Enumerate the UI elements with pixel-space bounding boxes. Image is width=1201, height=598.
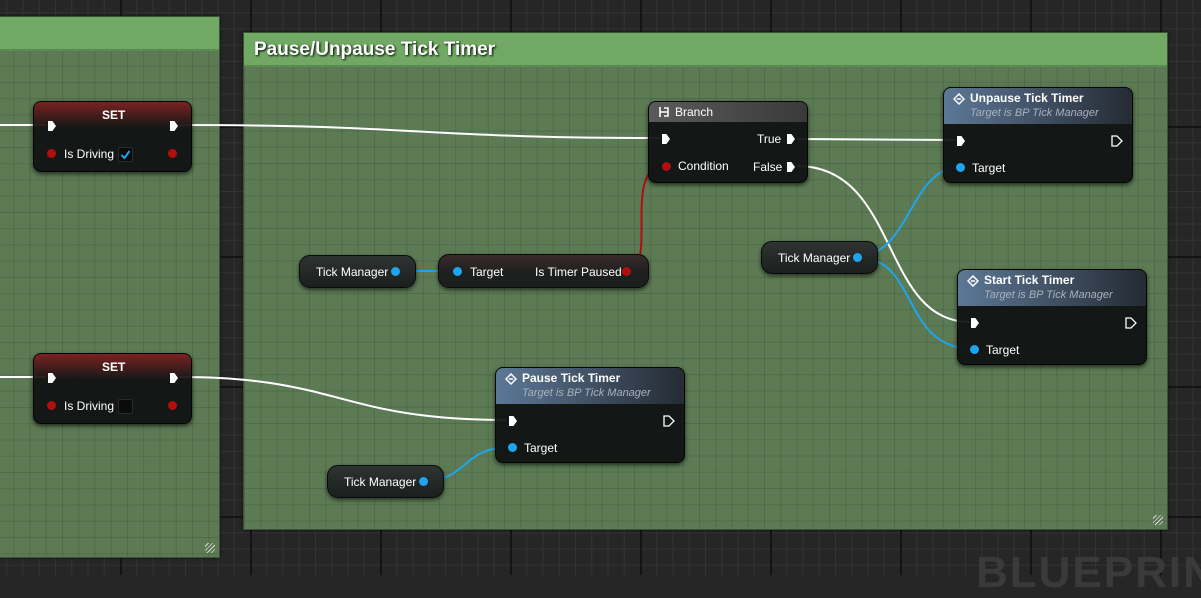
pin-label: Target xyxy=(524,441,558,455)
pin-label: Is Driving xyxy=(64,147,115,161)
node-subtitle: Target is BP Tick Manager xyxy=(970,107,1099,119)
exec-in-pin[interactable] xyxy=(662,134,670,144)
exec-wire xyxy=(179,124,661,139)
resize-handle[interactable] xyxy=(1153,515,1163,525)
unpause-tick-timer-node[interactable]: Unpause Tick Timer Target is BP Tick Man… xyxy=(943,87,1133,183)
resize-handle[interactable] xyxy=(205,543,215,553)
object-out-pin[interactable] xyxy=(419,477,428,486)
bool-out-pin[interactable] xyxy=(168,149,177,158)
exec-out-pin[interactable] xyxy=(1125,317,1137,329)
comment-header[interactable] xyxy=(0,17,219,51)
target-in-pin[interactable] xyxy=(508,443,517,452)
pause-tick-timer-node[interactable]: Pause Tick Timer Target is BP Tick Manag… xyxy=(495,367,685,463)
node-header xyxy=(496,368,684,404)
function-icon xyxy=(953,93,965,105)
target-in-pin[interactable] xyxy=(453,267,462,276)
exec-wire xyxy=(796,138,956,141)
comment-title: Pause/Unpause Tick Timer xyxy=(254,39,496,60)
pin-label: True xyxy=(757,132,782,146)
comment-header[interactable]: Pause/Unpause Tick Timer xyxy=(244,33,1167,67)
pin-label: Target xyxy=(470,265,504,279)
exec-wire xyxy=(796,165,971,323)
pin-label: False xyxy=(753,160,783,174)
wire-layer xyxy=(0,124,975,482)
is-timer-paused-node[interactable]: Target Is Timer Paused xyxy=(438,254,649,288)
pin-label: Is Driving xyxy=(64,399,115,413)
function-icon xyxy=(967,275,979,287)
function-icon xyxy=(505,373,517,385)
node-title: Unpause Tick Timer xyxy=(970,91,1084,105)
variable-label: Tick Manager xyxy=(344,475,417,489)
object-out-pin[interactable] xyxy=(853,253,862,262)
exec-false-pin[interactable] xyxy=(787,162,795,172)
branch-icon xyxy=(659,107,669,117)
exec-wire xyxy=(179,376,507,421)
exec-in-pin[interactable] xyxy=(957,136,965,146)
node-subtitle: Target is BP Tick Manager xyxy=(984,289,1113,301)
node-title: SET xyxy=(102,108,126,122)
node-header xyxy=(649,102,807,122)
pin-label: Condition xyxy=(678,159,729,173)
tick-manager-getter[interactable]: Tick Manager xyxy=(327,465,444,498)
node-header xyxy=(34,354,191,380)
start-tick-timer-node[interactable]: Start Tick Timer Target is BP Tick Manag… xyxy=(957,269,1147,365)
variable-label: Tick Manager xyxy=(316,265,389,279)
target-in-pin[interactable] xyxy=(956,163,965,172)
set-node-is-driving-true[interactable]: SET Is Driving xyxy=(33,101,192,172)
branch-node[interactable]: Branch True Condition False xyxy=(648,101,808,183)
node-header xyxy=(944,88,1132,124)
target-in-pin[interactable] xyxy=(970,345,979,354)
exec-out-pin[interactable] xyxy=(663,415,675,427)
bool-in-pin[interactable] xyxy=(47,149,56,158)
exec-out-pin[interactable] xyxy=(170,121,178,131)
node-header xyxy=(958,270,1146,306)
variable-label: Tick Manager xyxy=(778,251,851,265)
node-header xyxy=(34,102,191,128)
tick-manager-getter[interactable]: Tick Manager xyxy=(299,255,416,288)
exec-true-pin[interactable] xyxy=(787,134,795,144)
bool-out-pin[interactable] xyxy=(622,267,631,276)
checkbox-unchecked[interactable] xyxy=(118,399,133,414)
node-title: Pause Tick Timer xyxy=(522,371,621,385)
object-out-pin[interactable] xyxy=(391,267,400,276)
checkbox-checked[interactable] xyxy=(118,147,133,162)
set-node-is-driving-false[interactable]: SET Is Driving xyxy=(33,353,192,424)
exec-in-pin[interactable] xyxy=(48,121,56,131)
node-subtitle: Target is BP Tick Manager xyxy=(522,387,651,399)
tick-manager-getter[interactable]: Tick Manager xyxy=(761,241,878,274)
blueprint-watermark: BLUEPRINT xyxy=(976,548,1201,597)
exec-in-pin[interactable] xyxy=(509,416,517,426)
exec-in-pin[interactable] xyxy=(48,373,56,383)
exec-out-pin[interactable] xyxy=(170,373,178,383)
checkmark-icon xyxy=(120,150,131,160)
exec-in-pin[interactable] xyxy=(971,318,979,328)
pin-label: Is Timer Paused xyxy=(535,265,622,279)
node-title: Branch xyxy=(675,105,714,119)
bool-out-pin[interactable] xyxy=(168,401,177,410)
exec-out-pin[interactable] xyxy=(1111,135,1123,147)
node-title: SET xyxy=(102,360,126,374)
condition-pin[interactable] xyxy=(662,162,671,171)
bool-in-pin[interactable] xyxy=(47,401,56,410)
node-title: Start Tick Timer xyxy=(984,273,1075,287)
pin-label: Target xyxy=(986,343,1020,357)
pin-label: Target xyxy=(972,161,1006,175)
